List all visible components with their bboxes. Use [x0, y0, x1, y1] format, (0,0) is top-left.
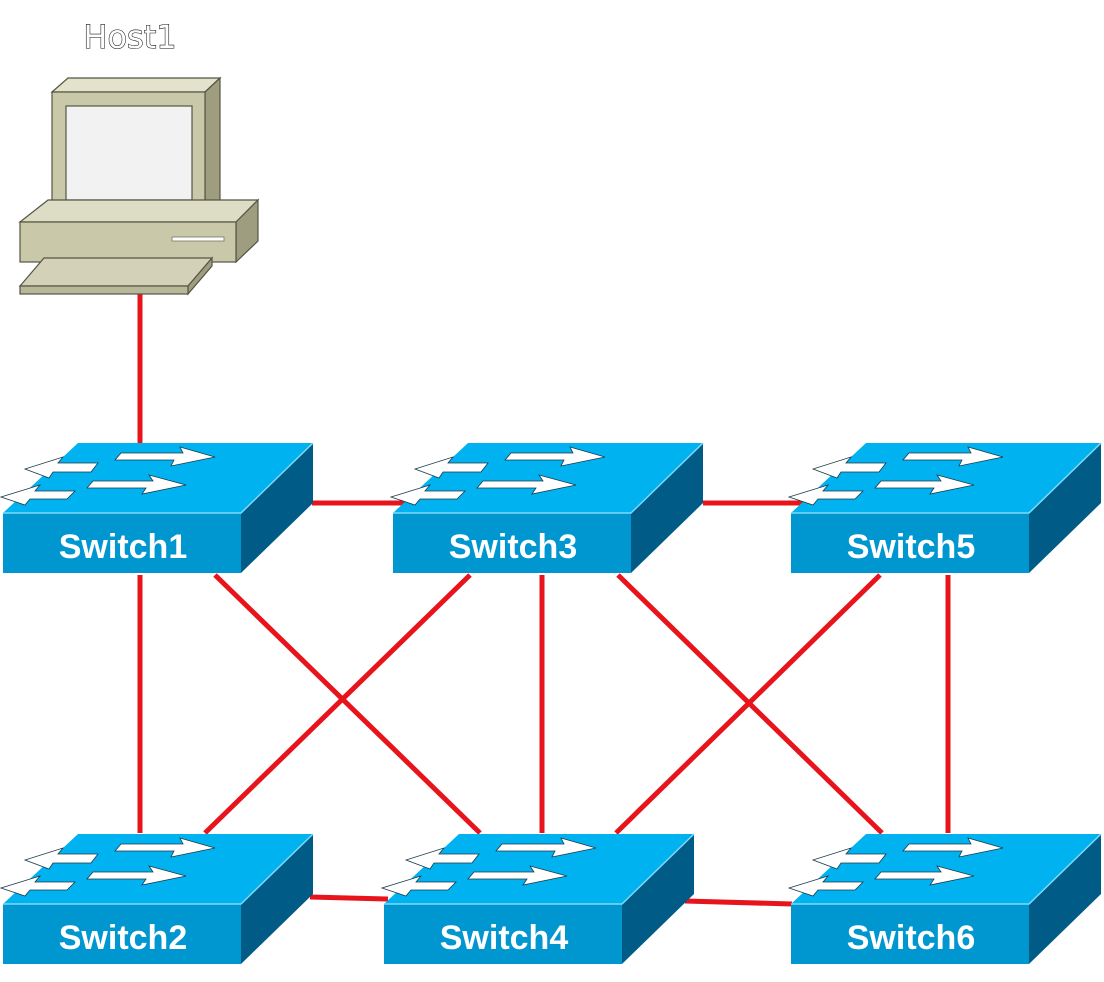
- switch5-label: Switch5: [847, 528, 975, 566]
- switch4-label: Switch4: [440, 919, 569, 957]
- switch6-node: Switch6: [788, 833, 1102, 965]
- link-switch3-switch2: [203, 573, 472, 835]
- desktop-computer-icon: [18, 76, 260, 296]
- switch2-label: Switch2: [59, 919, 187, 957]
- switch2-node: Switch2: [0, 833, 314, 965]
- switch1-node: Switch1: [0, 442, 314, 574]
- link-switch2-switch4: [309, 894, 389, 902]
- switch3-label: Switch3: [449, 528, 577, 566]
- host1-node: Host1: [18, 17, 260, 296]
- host1-label: Host1: [83, 18, 176, 56]
- switch5-node: Switch5: [788, 442, 1102, 574]
- switch1-label: Switch1: [59, 528, 187, 566]
- switch6-label: Switch6: [847, 919, 975, 957]
- link-switch1-switch4: [213, 573, 482, 835]
- switch4-node: Switch4: [381, 833, 695, 965]
- link-switch5-switch4: [614, 573, 882, 835]
- switch3-node: Switch3: [390, 442, 704, 574]
- link-switch4-switch6: [684, 898, 793, 907]
